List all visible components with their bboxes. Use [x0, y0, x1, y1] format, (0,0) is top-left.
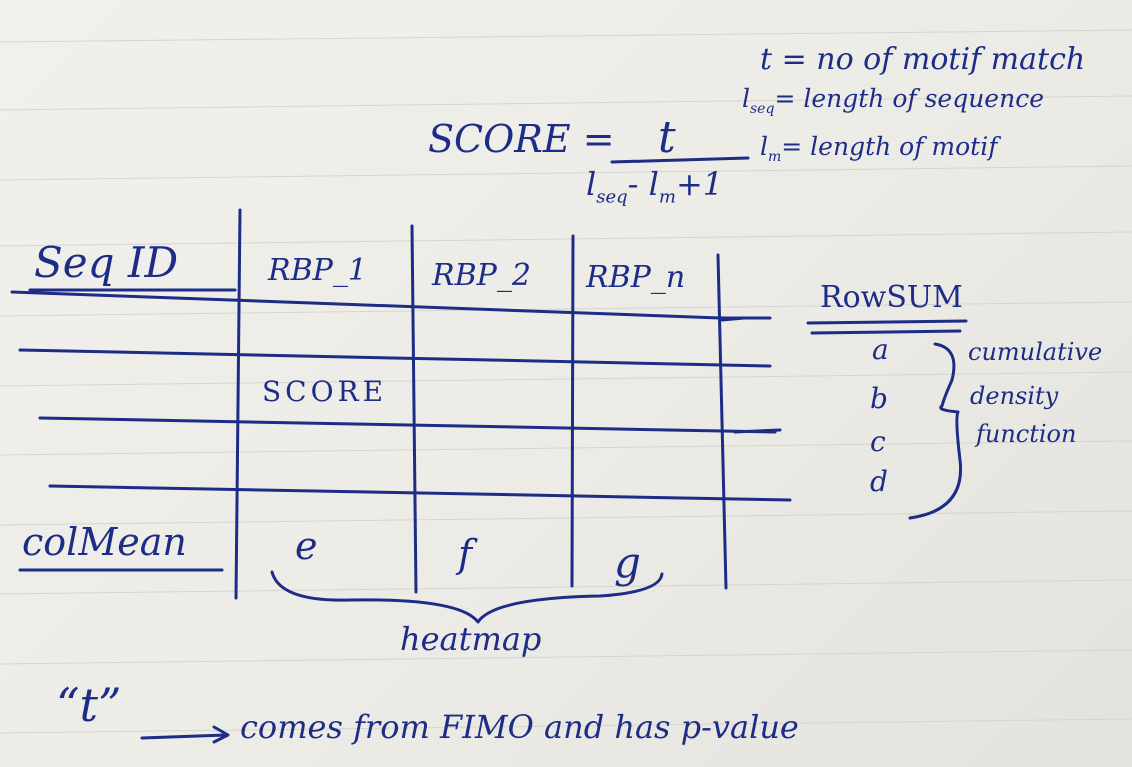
rowsum-value-d: d — [870, 465, 888, 498]
rowsum-underline-2 — [810, 329, 962, 335]
definition-lseq: lseq= length of sequence — [742, 84, 1044, 117]
definition-lm: lm= length of motif — [760, 132, 997, 165]
header-rbp-n: RBP_n — [586, 260, 686, 295]
header-rbp-1: RBP_1 — [268, 253, 367, 288]
lseq-meaning: = length of sequence — [774, 84, 1044, 113]
denominator-m: m — [658, 186, 676, 208]
table-col-line-1 — [234, 208, 242, 600]
lm-sub: m — [768, 149, 782, 165]
score-cell: SCORE — [262, 375, 388, 408]
footnote-quoted-t: “t” — [56, 678, 122, 732]
header-rbp-2: RBP_2 — [432, 258, 531, 293]
table-row-line-1 — [18, 348, 772, 368]
rowsum-underline-1 — [806, 319, 968, 325]
colmean-label: colMean — [22, 520, 187, 564]
score-lhs: SCORE = — [428, 117, 615, 161]
table-col-line-4 — [716, 253, 728, 590]
colmean-value-g: g — [614, 538, 641, 587]
cdf-label-line-3: function — [976, 420, 1077, 448]
footnote-text: comes from FIMO and has p-value — [240, 708, 799, 746]
table-row-line-3 — [48, 484, 792, 502]
cdf-label-line-1: cumulative — [968, 338, 1103, 366]
rowsum-value-c: c — [870, 425, 886, 458]
heatmap-brace — [270, 570, 664, 624]
score-denominator: lseq- lm+1 — [586, 165, 723, 207]
lm-l: l — [760, 132, 768, 161]
header-seq-id: Seq ID — [34, 238, 179, 287]
denominator-plus-one: +1 — [675, 165, 724, 203]
arrow-tick-2 — [733, 428, 782, 434]
rowsum-value-b: b — [870, 382, 888, 415]
denominator-l: l — [586, 165, 597, 203]
table-col-line-2 — [410, 224, 418, 594]
heatmap-label: heatmap — [400, 620, 542, 658]
rowsum-value-a: a — [872, 333, 889, 366]
colmean-value-e: e — [295, 524, 318, 568]
table-col-line-3 — [570, 234, 575, 588]
definition-t: t = no of motif match — [760, 42, 1086, 77]
table-header-line — [10, 290, 772, 320]
rowsum-brace — [908, 342, 963, 520]
footnote-arrow — [140, 733, 228, 740]
cdf-label-line-2: density — [970, 382, 1059, 410]
colmean-value-f: f — [458, 532, 473, 576]
score-numerator: t — [658, 112, 676, 163]
table-row-line-2 — [38, 416, 777, 434]
lseq-sub: seq — [750, 101, 775, 117]
fraction-bar — [610, 156, 750, 164]
arrow-tick-1 — [720, 316, 746, 322]
lseq-l: l — [742, 84, 750, 113]
denominator-minus-l: - l — [627, 165, 659, 203]
lm-meaning: = length of motif — [781, 132, 998, 161]
rowsum-title: RowSUM — [820, 280, 963, 315]
denominator-seq: seq — [596, 186, 628, 208]
